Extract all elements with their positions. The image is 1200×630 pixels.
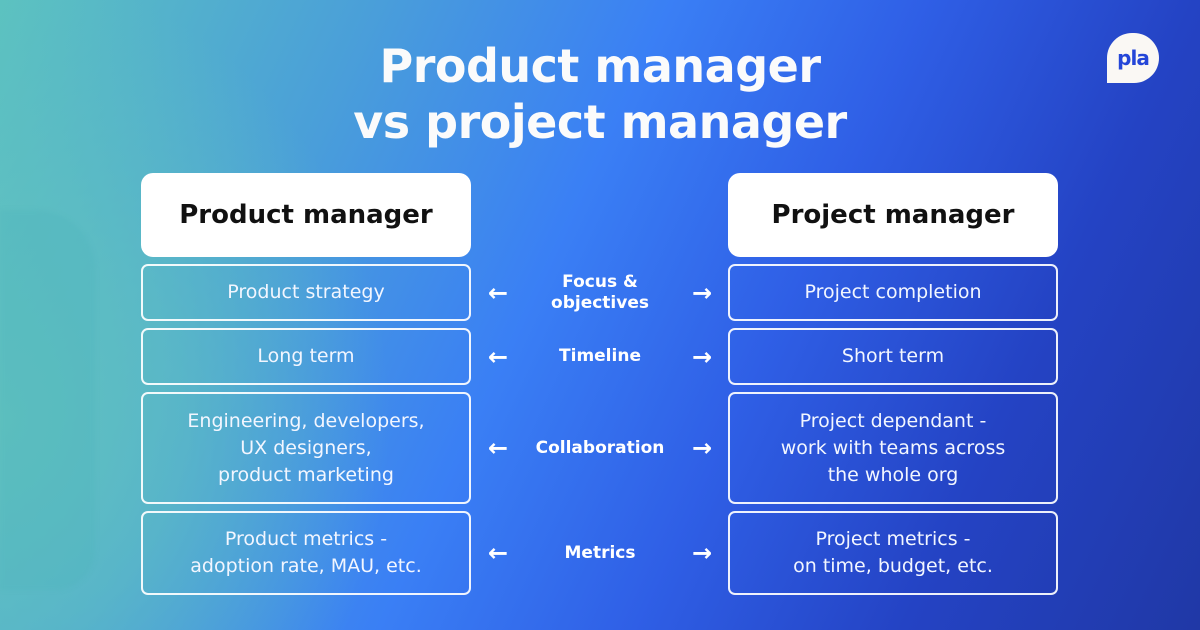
product-manager-column: Product manager Product strategy Long te… [141, 173, 471, 602]
product-metrics-cell: Product metrics - adoption rate, MAU, et… [141, 511, 471, 595]
arrow-left-icon: ← [487, 278, 509, 307]
category-column: ← Focus & objectives → ← Timeline → ← Co… [478, 264, 722, 602]
arrow-left-icon: ← [487, 342, 509, 371]
arrow-right-icon: → [691, 278, 713, 307]
product-manager-header: Product manager [141, 173, 471, 257]
arrow-left-icon: ← [487, 434, 509, 462]
arrow-left-icon: ← [487, 539, 509, 567]
project-manager-column: Project manager Project completion Short… [728, 173, 1058, 602]
logo-text: pla [1117, 46, 1150, 70]
category-row-focus: ← Focus & objectives → [478, 264, 722, 321]
category-label: Timeline [559, 346, 641, 366]
project-manager-header: Project manager [728, 173, 1058, 257]
category-row-timeline: ← Timeline → [478, 328, 722, 385]
project-collaboration-cell: Project dependant - work with teams acro… [728, 392, 1058, 504]
arrow-right-icon: → [691, 539, 713, 567]
page-title: Product manager vs project manager [0, 38, 1200, 150]
product-timeline-cell: Long term [141, 328, 471, 385]
arrow-right-icon: → [691, 434, 713, 462]
project-focus-cell: Project completion [728, 264, 1058, 321]
arrow-right-icon: → [691, 342, 713, 371]
product-collaboration-cell: Engineering, developers, UX designers, p… [141, 392, 471, 504]
project-metrics-cell: Project metrics - on time, budget, etc. [728, 511, 1058, 595]
category-row-collaboration: ← Collaboration → [478, 392, 722, 504]
category-label: Collaboration [535, 437, 665, 458]
category-label: Metrics [564, 542, 636, 563]
category-row-metrics: ← Metrics → [478, 511, 722, 595]
decorative-background-shape [0, 210, 95, 590]
title-line-1: Product manager [379, 39, 821, 93]
category-label: Focus & objectives [551, 271, 649, 313]
title-line-2: vs project manager [353, 95, 847, 149]
product-focus-cell: Product strategy [141, 264, 471, 321]
pla-logo-icon: pla [1107, 33, 1159, 83]
project-timeline-cell: Short term [728, 328, 1058, 385]
